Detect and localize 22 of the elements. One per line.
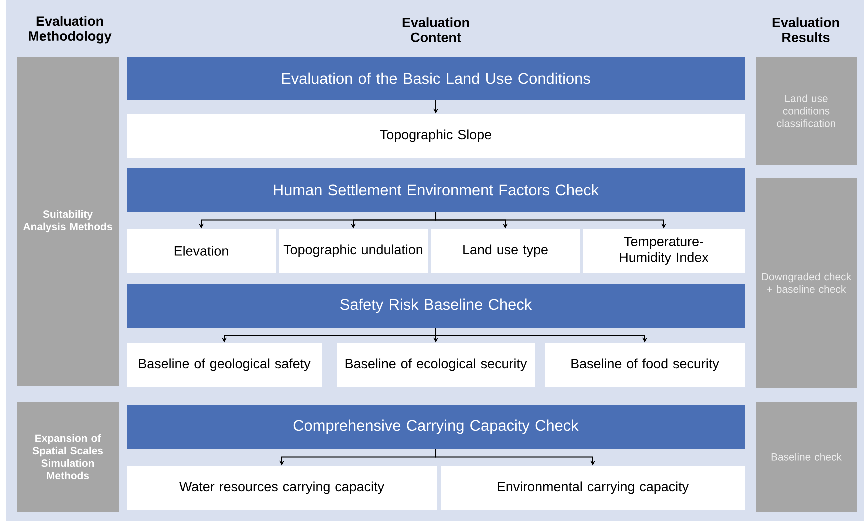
header-bar: Safety Risk Baseline Check bbox=[127, 284, 745, 328]
factor-box: Water resources carrying capacity bbox=[127, 466, 437, 510]
side-panel: Expansion of Spatial Scales Simulation Methods bbox=[17, 402, 119, 512]
factor-box: Topographic Slope bbox=[127, 114, 745, 158]
factor-box: Elevation bbox=[127, 229, 276, 273]
header-bar: Comprehensive Carrying Capacity Check bbox=[127, 405, 745, 449]
result-panel: Baseline check bbox=[756, 402, 857, 512]
header-bar: Evaluation of the Basic Land Use Conditions bbox=[127, 57, 745, 100]
factor-box: Temperature-Humidity Index bbox=[583, 229, 745, 273]
side-panel: Suitability Analysis Methods bbox=[17, 57, 119, 386]
header-bar: Human Settlement Environment Factors Check bbox=[127, 168, 745, 212]
factor-box: Baseline of food security bbox=[545, 343, 745, 387]
result-panel: Downgraded check + baseline check bbox=[756, 178, 857, 388]
factor-box: Baseline of geological safety bbox=[127, 343, 322, 387]
factor-box: Environmental carrying capacity bbox=[441, 466, 745, 510]
factor-box: Topographic undulation bbox=[279, 229, 428, 273]
column-heading: Evaluation Methodology bbox=[29, 16, 112, 44]
column-heading: Evaluation Content bbox=[402, 18, 470, 42]
factor-box: Baseline of ecological security bbox=[337, 343, 535, 387]
result-panel: Land use conditions classification bbox=[756, 57, 857, 165]
factor-box: Land use type bbox=[431, 229, 580, 273]
column-heading: Evaluation Results bbox=[772, 18, 840, 42]
